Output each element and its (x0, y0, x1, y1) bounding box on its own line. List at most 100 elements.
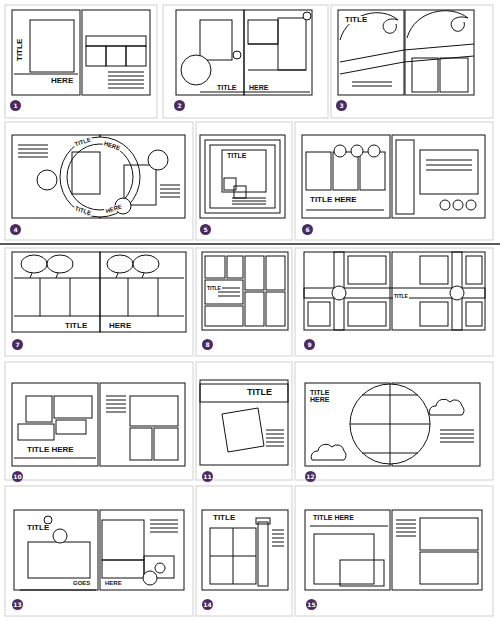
layout-circle (44, 516, 52, 524)
layout-box (106, 46, 126, 66)
layout-box (54, 396, 92, 418)
layout-box (200, 384, 288, 402)
title-text: TITLE (64, 322, 88, 330)
layout-line (160, 193, 180, 194)
title-text: TITLE (344, 16, 368, 24)
layout-line (106, 408, 126, 409)
layout-line (142, 273, 144, 278)
callout-number: 15 (306, 599, 317, 610)
layout-line (108, 72, 144, 73)
callout-number: 13 (12, 599, 23, 610)
speech-bubble (133, 255, 159, 273)
layout-line (352, 86, 392, 87)
layout-circle (350, 384, 430, 464)
layout-line (160, 189, 180, 190)
layout-box (86, 36, 146, 46)
layout-circle (181, 55, 211, 85)
layout-line (108, 84, 144, 85)
layout-box (28, 542, 90, 578)
title-text: HERE (108, 322, 132, 330)
layout-line (106, 412, 126, 413)
callout-number: 4 (10, 224, 21, 235)
layout-line (150, 524, 178, 525)
layout-line (232, 198, 266, 199)
layout-box (100, 510, 184, 590)
layout-line (440, 430, 474, 431)
layout-box (360, 152, 385, 190)
callout-number: 6 (302, 224, 313, 235)
layout-shape (340, 44, 474, 62)
layout-line (18, 157, 48, 158)
layout-box (396, 140, 414, 214)
layout-box (154, 428, 178, 460)
layout-line (266, 438, 284, 439)
layout-box (420, 518, 478, 550)
layout-circle (332, 286, 346, 300)
layout-line (272, 542, 284, 543)
cell-frame (295, 362, 493, 480)
layout-line (210, 556, 256, 557)
cell-frame (5, 122, 193, 240)
layout-line (218, 292, 240, 293)
title-text: TITLE HERE (309, 389, 339, 404)
title-text: HERE (104, 580, 123, 586)
cell-frame (5, 248, 193, 356)
layout-box (420, 302, 448, 326)
layout-shape (222, 408, 264, 452)
layout-box (82, 10, 150, 95)
layout-line (200, 92, 310, 93)
callout-number: 5 (200, 224, 211, 235)
layout-box (305, 510, 390, 590)
layout-box (304, 252, 390, 330)
cell-frame (163, 5, 328, 118)
layout-box (130, 428, 152, 460)
cell-frame (196, 122, 292, 240)
layout-line (396, 528, 416, 529)
callout-number: 12 (305, 471, 316, 482)
layout-line (14, 458, 96, 459)
cell-frame (196, 486, 292, 616)
layout-line (396, 524, 416, 525)
layout-line (390, 384, 391, 464)
layout-shape (311, 444, 346, 460)
layout-line (160, 197, 180, 198)
callout-number: 3 (336, 100, 347, 111)
layout-box (102, 520, 144, 560)
layout-box (205, 140, 280, 213)
layout-line (352, 82, 392, 83)
layout-box (266, 256, 285, 290)
layout-box (30, 20, 74, 72)
layout-line (30, 273, 32, 278)
title-text: TITLE (216, 84, 237, 91)
layout-line (362, 395, 418, 396)
layout-line (310, 526, 388, 527)
layout-box (205, 306, 243, 326)
layout-circle (303, 12, 311, 20)
layout-box (340, 560, 384, 586)
layout-box (440, 58, 468, 92)
layout-box (266, 292, 285, 326)
layout-box (200, 20, 232, 60)
layout-shape (340, 13, 398, 40)
speech-bubble (107, 255, 133, 273)
layout-line (128, 278, 129, 316)
layout-line (232, 201, 266, 202)
title-text: HERE (50, 77, 74, 85)
title-text: HERE (248, 84, 269, 91)
layout-line (306, 210, 384, 211)
layout-box (200, 135, 285, 218)
title-text: TITLE (16, 38, 24, 62)
cell-frame (295, 248, 493, 356)
layout-box (124, 165, 156, 205)
title-text: TITLE (206, 286, 222, 291)
callout-number: 10 (12, 471, 23, 482)
cell-frame (196, 248, 292, 356)
layout-box (100, 252, 186, 332)
layout-line (108, 88, 144, 89)
layout-box (245, 256, 264, 290)
title-text: TITLE HERE (312, 514, 355, 521)
layout-circle (155, 563, 165, 573)
layout-circle (450, 286, 464, 300)
layout-box (308, 302, 330, 326)
